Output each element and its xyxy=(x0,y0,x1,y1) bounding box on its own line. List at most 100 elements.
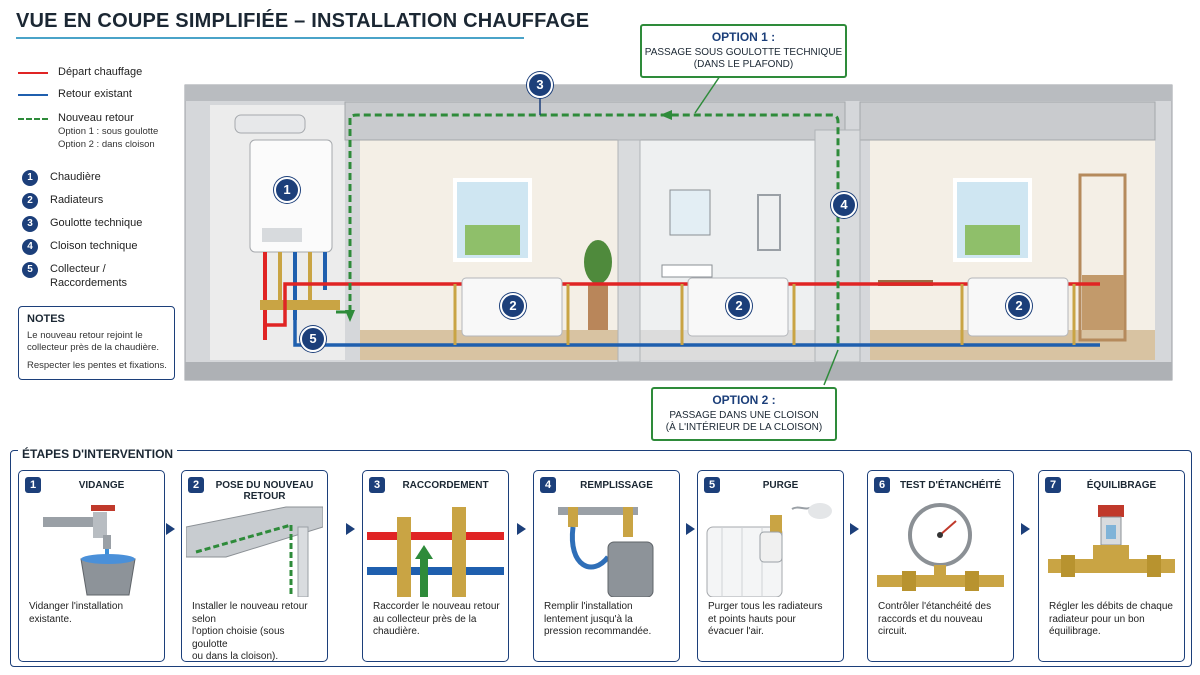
step-card-1: 1 VIDANGE Vidanger l'installation exista… xyxy=(18,470,165,662)
step-2-title: POSE DU NOUVEAU RETOUR xyxy=(215,480,314,502)
existing-return-pipe xyxy=(293,320,1100,347)
floor-slab xyxy=(185,362,1172,380)
step-arrow-6 xyxy=(1021,523,1030,535)
collector-manifold xyxy=(260,300,340,310)
step-7-desc-line-2: radiateur pour un bon xyxy=(1049,613,1145,625)
radiator-2-badge: 2 xyxy=(726,293,752,319)
step-4-description: Remplir l'installation lentement jusqu'à… xyxy=(544,601,671,639)
balancing-valve-icon xyxy=(1048,505,1175,577)
option-1-callout: OPTION 1 : PASSAGE SOUS GOULOTTE TECHNIQ… xyxy=(640,24,847,78)
option-2-pointer xyxy=(823,349,839,386)
connection-fitting-icon xyxy=(367,507,504,597)
legend-item-boiler: Chaudière xyxy=(50,171,101,183)
step-3-desc-line-3: chaudière. xyxy=(373,626,420,637)
step-1-description: Vidanger l'installation existante. xyxy=(29,601,156,626)
step-5-title: PURGE xyxy=(762,480,799,491)
option-2-line-1: PASSAGE DANS UNE CLOISON xyxy=(669,410,819,421)
note-line-3: Respecter les pentes et fixations. xyxy=(27,360,167,371)
mirror xyxy=(669,189,711,236)
step-6-number: 6 xyxy=(874,477,890,493)
step-2-desc-line-1: Installer le nouveau retour selon xyxy=(192,601,308,625)
boiler-badge: 1 xyxy=(274,177,300,203)
option-2-callout: OPTION 2 : PASSAGE DANS UNE CLOISON (À L… xyxy=(651,387,837,441)
legend-item-partition: Cloison technique xyxy=(50,240,138,252)
step-5-description: Purger tous les radiateurs et points hau… xyxy=(708,601,835,639)
duct-install-icon xyxy=(186,506,323,597)
page-title: VUE EN COUPE SIMPLIFIÉE – INSTALLATION C… xyxy=(16,10,590,32)
step-5-number: 5 xyxy=(704,477,720,493)
step-4-desc-line-2: lentement jusqu'à la xyxy=(544,613,633,625)
step-6-desc-line-1: Contrôler l'étanchéité des xyxy=(878,601,992,612)
step-arrow-4 xyxy=(686,523,695,535)
step-arrow-5 xyxy=(850,523,859,535)
partition-badge: 4 xyxy=(831,192,857,218)
sink xyxy=(661,264,713,278)
drain-tap-icon xyxy=(43,505,136,596)
legend-new-return-sub-2: Option 2 : dans cloison xyxy=(58,139,155,150)
steps-title: ÉTAPES D'INTERVENTION xyxy=(18,447,178,461)
legend-item-collector-2: Raccordements xyxy=(50,277,128,289)
section-diagram xyxy=(184,75,1173,386)
step-7-number: 7 xyxy=(1045,477,1061,493)
legend-supply-label: Départ chauffage xyxy=(58,66,143,78)
plant-pot xyxy=(588,285,608,330)
legend-new-return-label: Nouveau retour xyxy=(58,112,134,124)
legend-new-return-line xyxy=(18,118,48,120)
legend-badge-5: 5 xyxy=(22,262,38,278)
collector-badge: 5 xyxy=(300,326,326,352)
option-1-title: OPTION 1 : xyxy=(711,30,776,44)
duct-badge: 3 xyxy=(527,72,553,98)
option-2-line-2: (À L'INTÉRIEUR DE LA CLOISON) xyxy=(665,422,823,433)
step-6-description: Contrôler l'étanchéité des raccords et d… xyxy=(878,601,1005,639)
new-return-option-1 xyxy=(348,113,840,345)
step-1-desc-line-2: existante. xyxy=(29,613,72,625)
step-6-desc-line-3: circuit. xyxy=(878,626,907,637)
option-1-pointer xyxy=(694,75,721,114)
step-1-desc-line-1: Vidanger l'installation xyxy=(29,601,124,612)
title-underline xyxy=(16,37,524,39)
step-2-number: 2 xyxy=(188,477,204,493)
step-card-5: 5 PURGE Purger tous les radiateurs et po… xyxy=(697,470,844,662)
step-3-desc-line-1: Raccorder le nouveau retour xyxy=(373,601,500,612)
step-2-description: Installer le nouveau retour selon l'opti… xyxy=(192,601,319,662)
step-card-3: 3 RACCORDEMENT Raccorder le nouveau reto… xyxy=(362,470,509,662)
radiator-3-badge: 2 xyxy=(1006,293,1032,319)
step-4-desc-line-3: pression recommandée. xyxy=(544,626,652,637)
flow-arrow-duct xyxy=(660,110,672,120)
filling-hose-icon xyxy=(558,507,654,597)
legend-badge-2: 2 xyxy=(22,193,38,209)
step-1-number: 1 xyxy=(25,477,41,493)
false-ceiling xyxy=(859,101,1156,141)
legend-return-label: Retour existant xyxy=(58,88,132,100)
plant xyxy=(584,240,612,284)
step-arrow-3 xyxy=(517,523,526,535)
step-5-desc-line-3: évacuer l'air. xyxy=(708,626,764,637)
step-6-title: TEST D'ÉTANCHÉITÉ xyxy=(899,480,1002,491)
boiler-control-panel xyxy=(262,228,302,242)
step-3-number: 3 xyxy=(369,477,385,493)
step-2-desc-line-3: ou dans la cloison). xyxy=(192,651,279,662)
step-card-7: 7 ÉQUILIBRAGE Régler les débits de chaqu… xyxy=(1038,470,1185,662)
legend-badge-1: 1 xyxy=(22,170,38,186)
legend-badge-4: 4 xyxy=(22,239,38,255)
technical-partition xyxy=(814,129,861,363)
step-7-description: Régler les débits de chaque radiateur po… xyxy=(1049,601,1176,639)
step-arrow-1 xyxy=(166,523,175,535)
shelf xyxy=(1078,173,1127,342)
steps-frame xyxy=(10,450,1192,667)
step-3-title: RACCORDEMENT xyxy=(402,480,489,491)
legend-badge-3: 3 xyxy=(22,216,38,232)
step-4-desc-line-1: Remplir l'installation xyxy=(544,601,633,612)
legend-return-line xyxy=(18,94,48,96)
option-1-line-2: (DANS LE PLAFOND) xyxy=(693,59,794,70)
notes-title: NOTES xyxy=(27,313,65,325)
legend-new-return-sub-1: Option 1 : sous goulotte xyxy=(58,126,159,137)
step-7-title: ÉQUILIBRAGE xyxy=(1086,480,1157,491)
legend-supply-line xyxy=(18,72,48,74)
legend-item-radiators: Radiateurs xyxy=(50,194,104,206)
step-5-desc-line-1: Purger tous les radiateurs xyxy=(708,601,823,612)
step-2-desc-line-2: l'option choisie (sous goulotte xyxy=(192,626,285,650)
step-3-description: Raccorder le nouveau retour au collecteu… xyxy=(373,601,500,639)
option-1-line-1: PASSAGE SOUS GOULOTTE TECHNIQUE xyxy=(644,47,843,58)
window-1-trees xyxy=(465,225,520,255)
